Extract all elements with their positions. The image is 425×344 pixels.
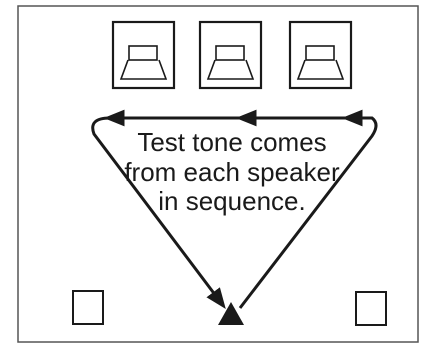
caption-line-3: in sequence. <box>158 186 305 216</box>
caption-line-2: from each speaker <box>124 157 340 187</box>
speaker-center-icon <box>198 20 263 90</box>
speaker-front-left-icon <box>111 20 176 90</box>
listener-triangle-icon <box>218 302 244 325</box>
path-right-up <box>238 109 378 309</box>
caption-line-1: Test tone comes <box>137 127 326 157</box>
speaker-surround-right-icon <box>355 291 387 326</box>
speaker-front-right-icon <box>288 20 353 90</box>
diagram-frame <box>17 5 419 343</box>
speaker-surround-left-icon <box>72 290 104 325</box>
path-left-down <box>91 116 226 310</box>
